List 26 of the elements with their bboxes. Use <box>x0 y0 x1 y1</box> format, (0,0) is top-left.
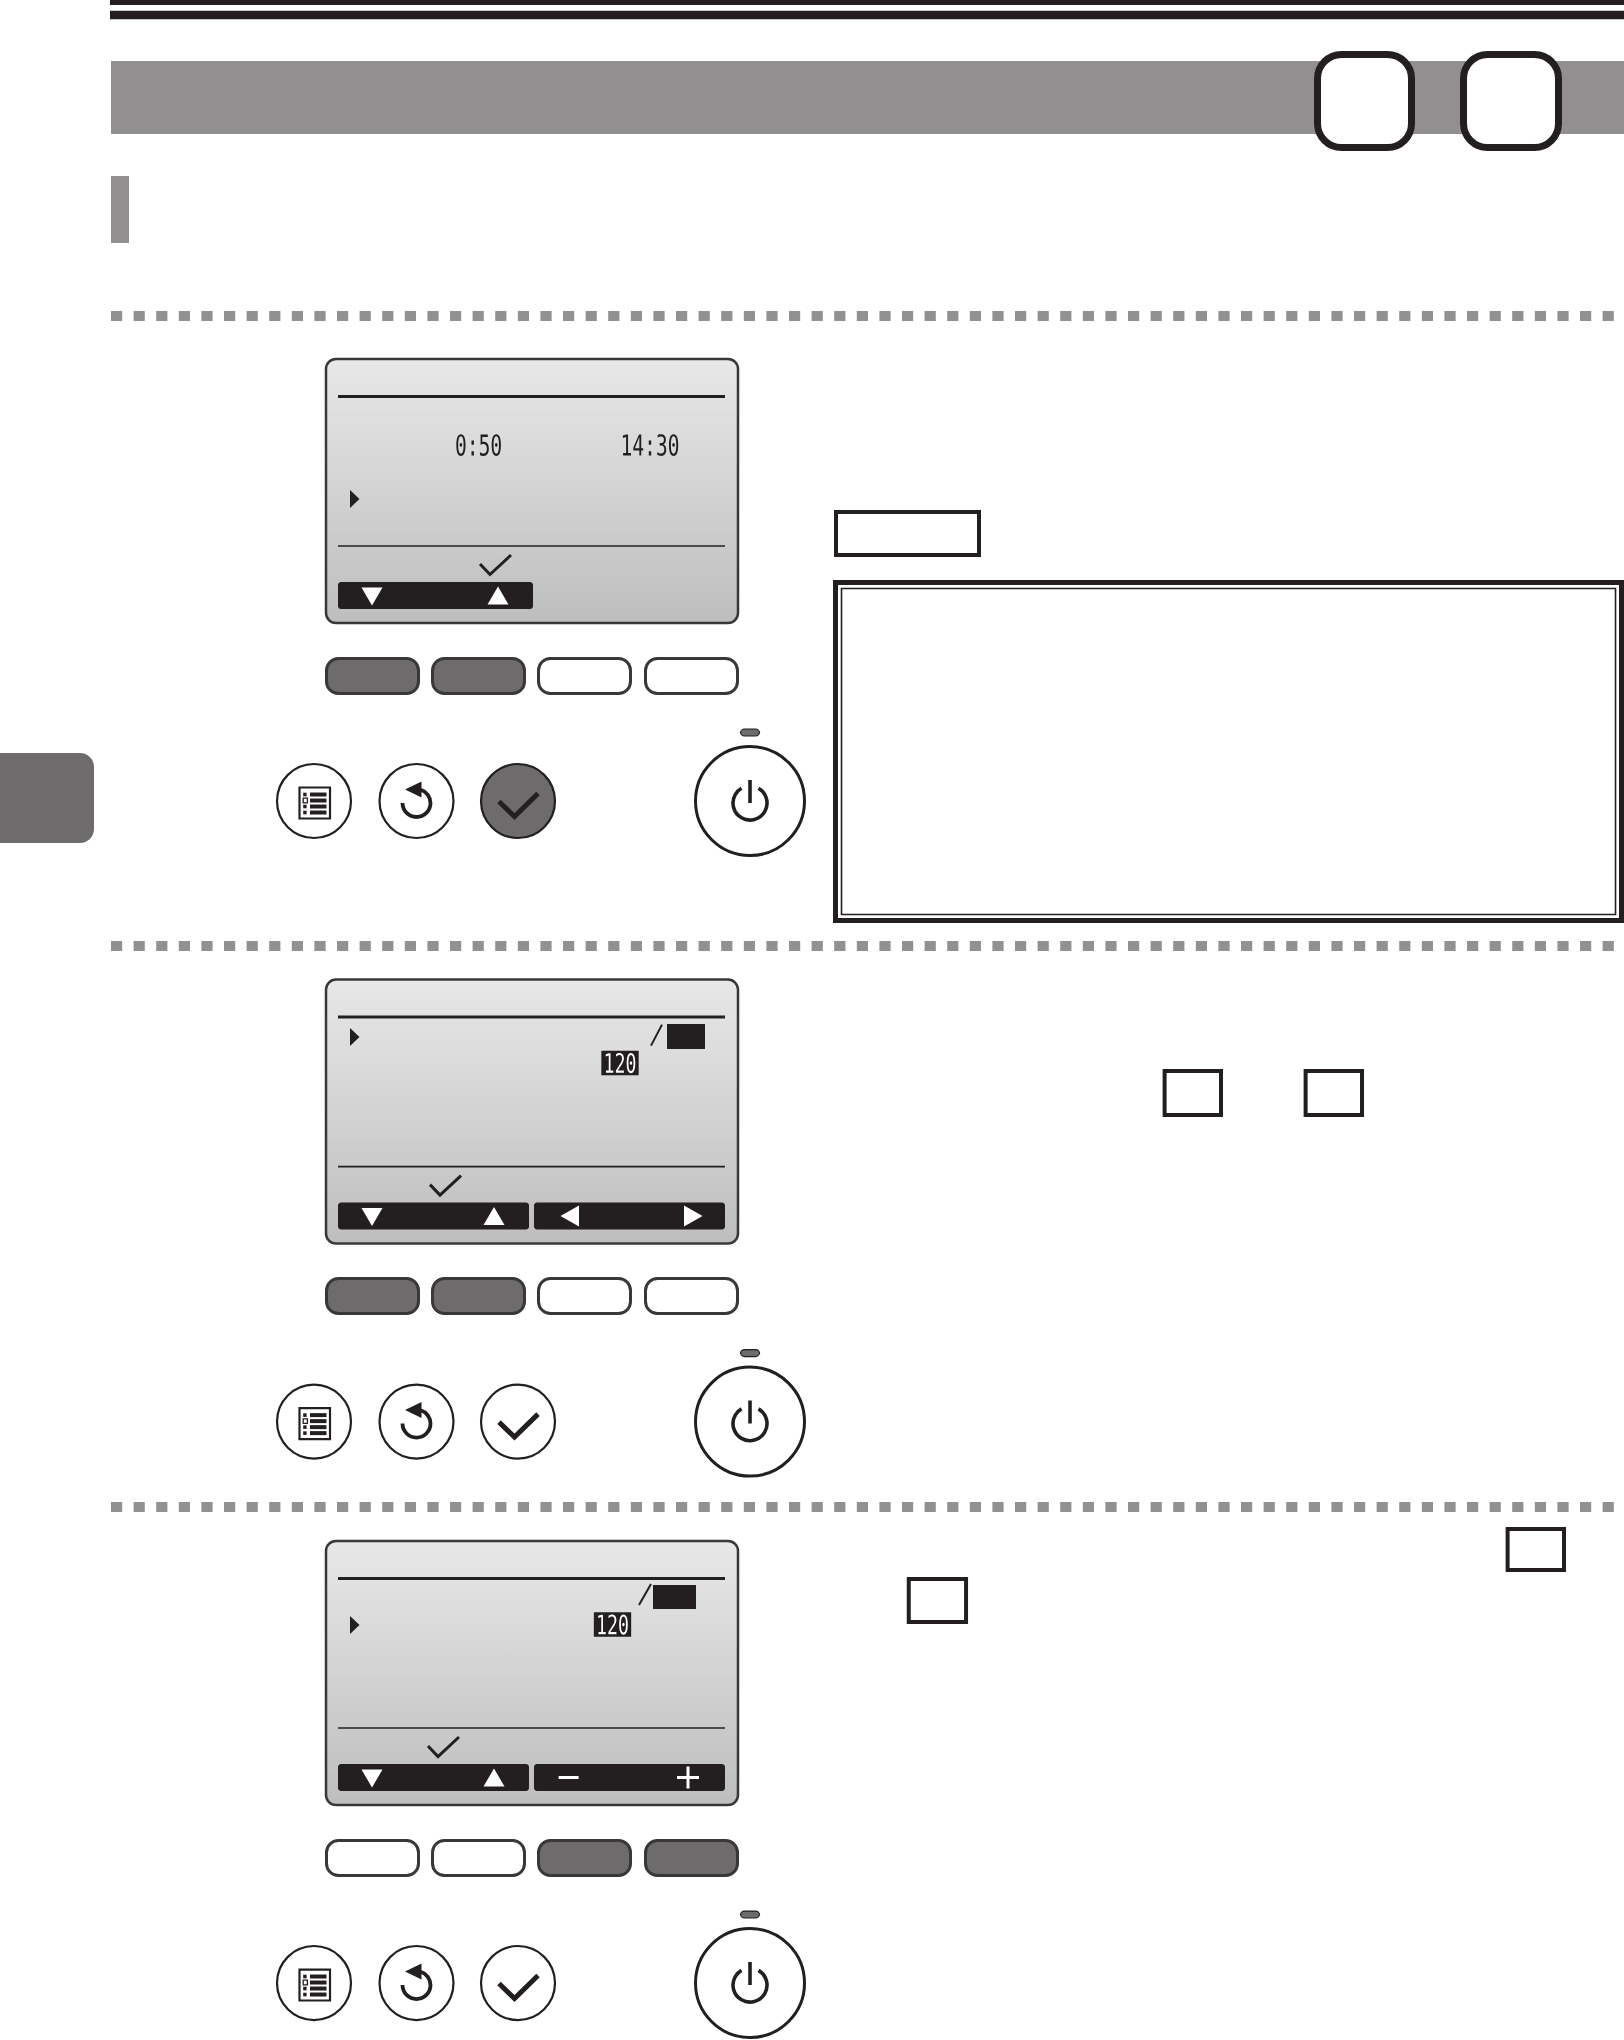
highlighted-value: 120 <box>601 1050 639 1076</box>
section-marker <box>111 176 129 243</box>
function-key <box>431 1839 526 1877</box>
function-key <box>431 1277 526 1315</box>
empty-box <box>834 510 981 557</box>
function-key <box>431 657 526 695</box>
side-tab <box>0 753 94 843</box>
function-key <box>325 1839 420 1877</box>
function-key <box>325 657 420 695</box>
function-key <box>537 657 632 695</box>
function-key <box>537 1277 632 1315</box>
function-key <box>644 1277 739 1315</box>
empty-box <box>1162 1069 1223 1117</box>
highlighted-value: 120 <box>593 1612 632 1637</box>
time-value: 0:50 <box>456 434 501 456</box>
empty-box <box>1505 1527 1566 1572</box>
empty-box <box>906 1577 969 1624</box>
function-key <box>644 1839 739 1877</box>
function-key <box>325 1277 420 1315</box>
rounded-frame <box>1460 51 1562 151</box>
function-key <box>644 657 739 695</box>
time-value: 14:30 <box>622 434 679 456</box>
function-key <box>537 1839 632 1877</box>
empty-box <box>1303 1069 1364 1117</box>
note-frame <box>833 580 1624 923</box>
rounded-frame <box>1314 51 1415 151</box>
